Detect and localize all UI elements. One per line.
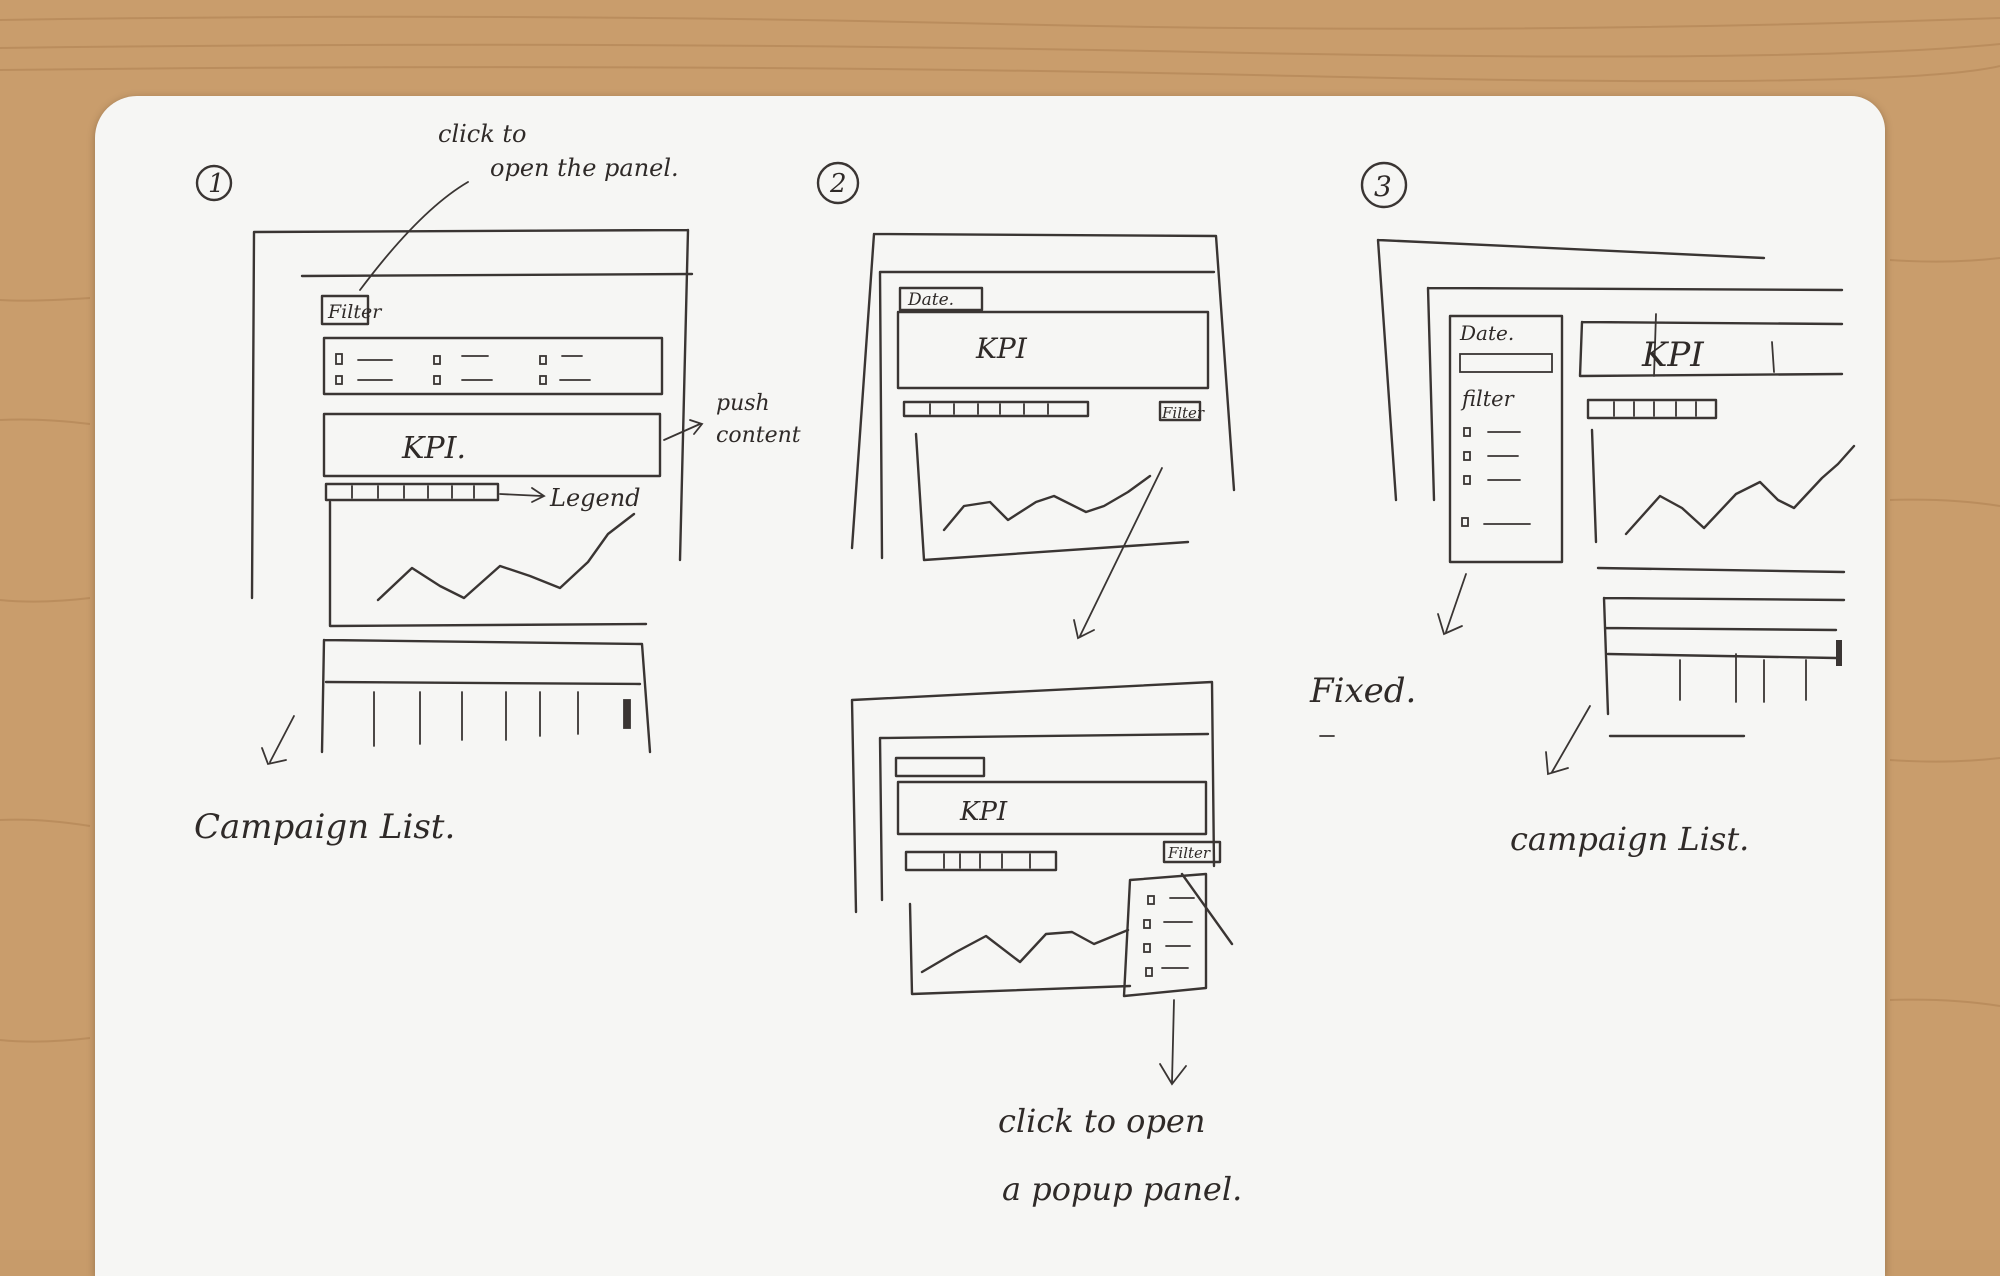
sketch-2b-window-frame: [850, 680, 1216, 914]
popup-note-arrow: [1159, 999, 1187, 1086]
annotation-click-to: click to: [438, 120, 527, 148]
sketch-1-chart-line: [376, 512, 636, 602]
sketch-1-campaign-list-label: Campaign List.: [194, 807, 455, 847]
sketch-3-date-input: [1459, 353, 1553, 373]
sketch-2b-filter-label: Filter: [1167, 844, 1211, 862]
sketch-2-date-button: [898, 286, 984, 312]
fixed-filter-sidebar: [1448, 314, 1564, 564]
sketch-1-filter-panel: [322, 336, 664, 396]
sketch-1-filter-button: [320, 294, 370, 326]
sketch-1-filter-options: [335, 353, 591, 385]
sketch-1-filter-label: Filter: [327, 301, 383, 323]
sketch-1-legend-label: Legend: [549, 484, 641, 512]
sketch-3-filter-options: [1461, 427, 1531, 527]
sketch-2-chart-frame: [914, 432, 1190, 562]
sketch-2-chart-line: [942, 474, 1152, 532]
sketch-2b-chart-frame: [908, 872, 1234, 996]
sketch-2b-chart-line: [920, 928, 1130, 974]
sketch-2-filter-button: [1158, 400, 1202, 422]
sketch-1-number: 1: [208, 169, 225, 199]
sketch-paper-sheet: [95, 96, 1885, 1276]
sketch-1-chart-frame: [328, 500, 648, 628]
sketch-3-chart-line: [1624, 444, 1856, 536]
sketch-2-legend-bar: [902, 400, 1090, 418]
sketch-1-number-circle: [195, 164, 233, 202]
sketch-3-kpi-label: KPI: [1641, 335, 1704, 375]
sketch-2b-filter-button: [1162, 840, 1222, 864]
sketch-3-campaign-table: [1602, 596, 1846, 738]
sketch-3-date-label: Date.: [1459, 321, 1514, 345]
sketch-1-window-frame: [250, 228, 690, 600]
annotation-pointer-line: [359, 181, 469, 291]
sketch-2-number: 2: [829, 169, 847, 199]
sketch-2b-legend-bar: [904, 850, 1058, 872]
fixed-arrow: [1437, 573, 1467, 636]
popup-note-line2: a popup panel.: [1002, 1170, 1242, 1208]
sketch-2-number-circle: [816, 161, 860, 205]
sketch-2-transition-arrow: [1073, 467, 1163, 640]
popup-filter-options: [1143, 895, 1195, 977]
sketch-1: 1 click to open the panel. Filter KPI. p…: [194, 120, 801, 847]
legend-arrow: [499, 487, 546, 503]
campaign-list-arrow-1: [261, 715, 295, 766]
sketch-2-kpi-label: KPI: [975, 332, 1028, 365]
sketch-2b-date-button: [894, 756, 986, 778]
campaign-list-arrow-3: [1545, 705, 1591, 776]
sketch-1-legend-bar: [324, 482, 500, 502]
sketch-2: 2 Date. KPI Filter KPI Filter: [816, 161, 1242, 1208]
sketch-2b-kpi-label: KPI: [959, 797, 1008, 827]
sketch-3-campaign-list-label: campaign List.: [1510, 820, 1749, 858]
sketch-3-kpi-box: [1578, 320, 1844, 378]
sketch-2-filter-label: Filter: [1161, 404, 1205, 422]
sketch-3: 3 Date. filter KPI Fixed. campaign: [1309, 161, 1856, 858]
sketch-3-chart-frame: [1590, 428, 1846, 574]
sketch-3-legend-bar: [1586, 398, 1718, 420]
sketch-2-kpi-box: [896, 310, 1210, 390]
sketch-1-campaign-table: [320, 638, 652, 754]
sketch-1-kpi-label: KPI.: [401, 431, 466, 466]
sketch-3-number: 3: [1374, 170, 1392, 203]
sketch-3-filter-label: filter: [1460, 387, 1516, 411]
push-content-line2: content: [716, 423, 801, 448]
popup-note-line1: click to open: [998, 1102, 1205, 1140]
push-content-arrow: [663, 419, 704, 441]
annotation-open-the-panel: open the panel.: [490, 154, 679, 182]
sketch-3-window-frame: [1376, 238, 1766, 502]
popup-filter-panel: [1122, 872, 1208, 998]
sketch-2-window-frame: [850, 232, 1236, 550]
wireframe-sketches: 1 click to open the panel. Filter KPI. p…: [194, 120, 1856, 1208]
sketch-2b-kpi-box: [896, 780, 1208, 836]
sketch-3-fixed-label: Fixed.: [1309, 671, 1416, 711]
sketch-3-number-circle: [1360, 161, 1408, 209]
sketch-1-kpi-box: [322, 412, 662, 478]
push-content-line1: push: [716, 391, 770, 416]
sketch-2-date-label: Date.: [907, 290, 954, 310]
